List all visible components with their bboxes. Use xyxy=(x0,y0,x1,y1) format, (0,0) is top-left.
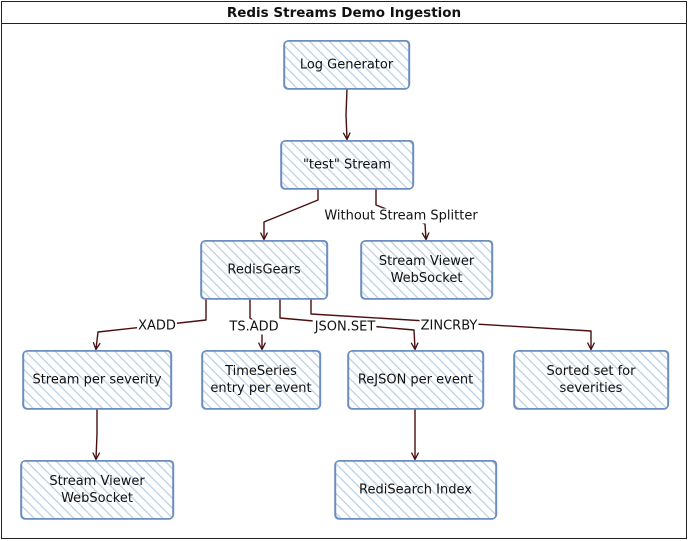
node-label: TimeSeries xyxy=(224,364,297,379)
edge-stream-per-severity-to-stream-viewer-bottom xyxy=(96,409,97,459)
node-box xyxy=(200,240,328,300)
node-label: RedisGears xyxy=(227,263,300,278)
node-box-sketch xyxy=(514,349,670,409)
nodes-layer: Log Generator"test" StreamRedisGearsStre… xyxy=(20,40,670,520)
node-box xyxy=(280,140,414,190)
node-box-sketch xyxy=(21,459,175,519)
node-box-sketch xyxy=(201,239,329,299)
node-timeseries-entry: TimeSeries entry per event xyxy=(201,349,322,410)
edge-label: Without Stream Splitter xyxy=(324,209,478,224)
edge-label-group: ZINCRBY xyxy=(419,318,479,334)
edge-test-stream-to-redisgears xyxy=(264,189,319,239)
node-label: Stream Viewer xyxy=(379,254,475,269)
node-label: severities xyxy=(560,381,623,396)
edge-label-group: JSON.SET xyxy=(312,319,377,335)
edge-label: JSON.SET xyxy=(314,320,376,335)
edge-label: XADD xyxy=(138,319,176,334)
node-box-sketch xyxy=(281,139,415,189)
node-label: ReJSON per event xyxy=(358,373,473,388)
node-label: RediSearch Index xyxy=(359,483,472,498)
node-redisgears: RedisGears xyxy=(200,239,329,300)
node-box-sketch xyxy=(202,349,322,409)
edge-label-background xyxy=(419,318,479,334)
node-redisearch-index: RediSearch Index xyxy=(334,459,498,520)
node-rejson-per-event: ReJSON per event xyxy=(347,349,485,410)
node-sorted-set-severities: Sorted set for severities xyxy=(513,349,670,410)
node-box xyxy=(20,460,174,520)
node-label: "test" Stream xyxy=(303,158,391,173)
node-box xyxy=(334,460,497,520)
edge-log-generator-to-test-stream xyxy=(346,88,347,139)
node-box xyxy=(201,350,321,410)
node-box-sketch xyxy=(335,459,498,519)
node-stream-per-severity: Stream per severity xyxy=(22,349,173,410)
node-box-sketch xyxy=(361,239,494,299)
edge-label-group: TS.ADD xyxy=(227,319,280,335)
node-box xyxy=(283,40,410,90)
edge-label-background xyxy=(137,318,177,334)
edge-label-background xyxy=(312,319,377,335)
node-test-stream: "test" Stream xyxy=(280,139,415,190)
node-box xyxy=(347,350,484,410)
diagram-title: Redis Streams Demo Ingestion xyxy=(2,2,686,24)
edge-label: ZINCRBY xyxy=(421,319,478,334)
edge-label: TS.ADD xyxy=(228,320,278,335)
node-box xyxy=(22,350,172,410)
node-label: WebSocket xyxy=(61,491,133,506)
node-log-generator: Log Generator xyxy=(283,40,411,90)
node-label: Stream Viewer xyxy=(49,474,145,489)
node-label: Log Generator xyxy=(300,58,394,73)
edge-label-group: XADD xyxy=(137,318,177,334)
node-box xyxy=(513,350,669,410)
edge-label-group: Without Stream Splitter xyxy=(323,208,480,224)
node-label: Sorted set for xyxy=(547,364,637,379)
node-label: entry per event xyxy=(210,381,311,396)
node-box-sketch xyxy=(284,40,411,89)
node-box xyxy=(360,240,493,300)
edge-label-background xyxy=(323,208,480,224)
node-label: WebSocket xyxy=(391,271,463,286)
node-box-sketch xyxy=(348,349,485,409)
node-box-sketch xyxy=(23,349,173,409)
node-label: Stream per severity xyxy=(32,373,161,388)
edge-label-background xyxy=(227,319,280,335)
